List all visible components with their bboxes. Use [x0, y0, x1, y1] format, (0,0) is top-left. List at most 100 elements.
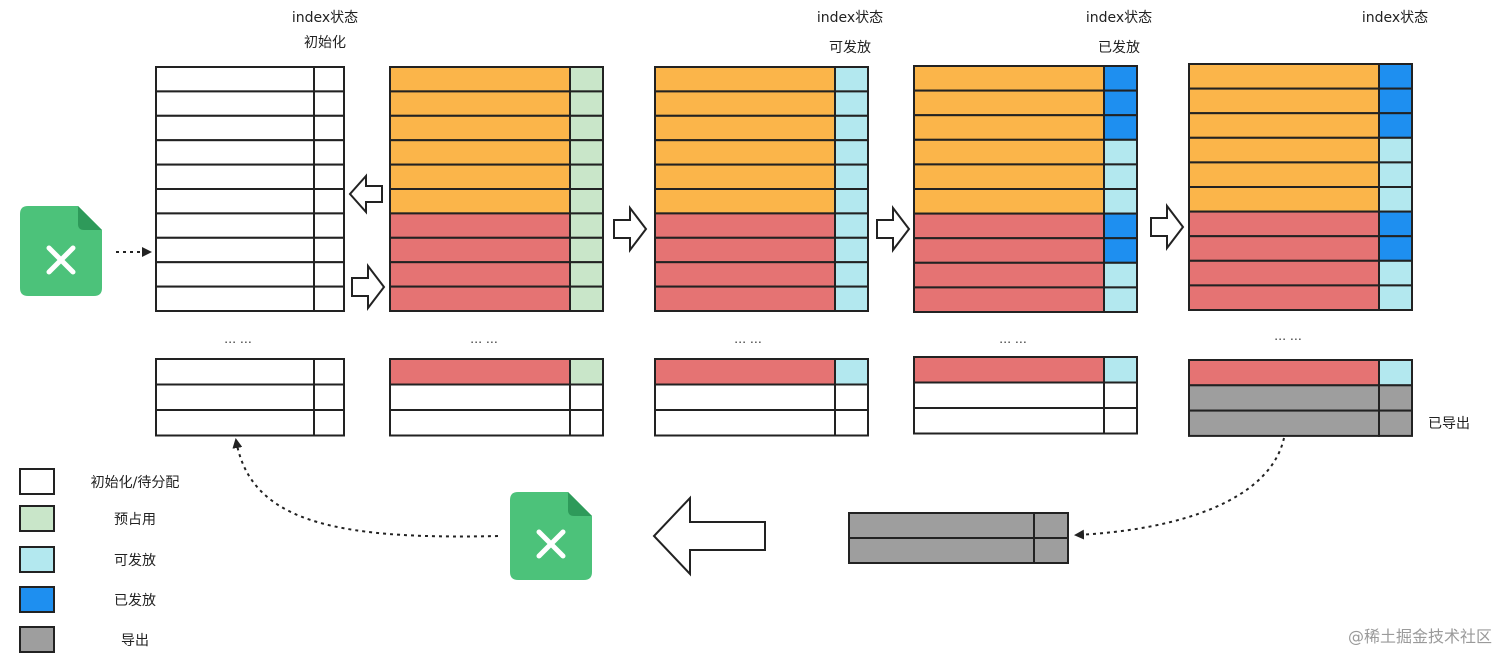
table-row-index: [1103, 163, 1138, 190]
legend-swatch: [19, 505, 55, 532]
table-row-index: [834, 90, 869, 117]
table-row-index: [569, 285, 604, 313]
table-row-index: [1103, 188, 1138, 215]
table-row-main: [913, 381, 1105, 409]
table-row-main: [1188, 259, 1380, 287]
table-row-main: [1188, 87, 1380, 115]
hollow-arrow-right-1-2: [613, 205, 648, 253]
table-row-main: [389, 285, 571, 313]
table-row-index: [569, 409, 604, 437]
table-row-main: [913, 65, 1105, 92]
table-row-index: [569, 114, 604, 142]
table-row-index: [569, 163, 604, 191]
table-row-main: [913, 356, 1105, 384]
table-row-main: [389, 139, 571, 166]
legend-label: 已发放: [114, 593, 156, 609]
hollow-arrow-right-0-1: [351, 263, 386, 311]
table-row-index: [313, 66, 345, 93]
excel-file-icon-source: [20, 206, 102, 296]
table-row-index: [834, 409, 869, 437]
table-row-main: [913, 237, 1105, 264]
table-row-index: [569, 261, 604, 288]
table-row-main: [1188, 136, 1380, 164]
table-row-index: [1378, 210, 1413, 238]
stage-4: index状态… …: [1188, 10, 1428, 437]
stage-header-text: 可发放: [829, 40, 871, 56]
table-row-main: [913, 212, 1105, 240]
export-block: [848, 512, 1069, 564]
ellipsis: … …: [224, 332, 252, 346]
table-row-index: [569, 236, 604, 264]
table-row-main: [155, 188, 315, 215]
table-row-index: [1103, 407, 1138, 435]
table-row-main: [389, 212, 571, 239]
hollow-arrow-right-3-4: [1150, 203, 1185, 251]
table-row-index: [313, 358, 345, 386]
table-row-main: [1188, 63, 1380, 90]
table-row-main: [654, 212, 836, 239]
table-row-main: [1188, 186, 1380, 213]
table-row-index: [569, 66, 604, 93]
table-row-main: [155, 114, 315, 142]
table-row-index: [1378, 359, 1413, 387]
table-row-index: [834, 139, 869, 166]
table-row-index: [569, 90, 604, 117]
table-row-index: [313, 139, 345, 166]
table-row-index: [834, 358, 869, 386]
table-row-main: [389, 409, 571, 437]
excel-file-icon-export: [510, 492, 592, 580]
table-row-main: [654, 383, 836, 411]
table-row-index: [1378, 259, 1413, 287]
export-dotted-curve-arrow: [1074, 437, 1285, 540]
table-row-main: [1188, 112, 1380, 139]
legend-label: 可发放: [114, 553, 156, 569]
table-row-main: [155, 409, 315, 437]
legend-swatch: [19, 586, 55, 613]
export-row-index: [1033, 537, 1069, 564]
export-row-main: [848, 537, 1035, 564]
table-row-index: [1103, 65, 1138, 92]
table-row-main: [1188, 210, 1380, 238]
table-row-main: [913, 163, 1105, 190]
table-row-main: [155, 163, 315, 191]
table-row-main: [155, 139, 315, 166]
stage-header-text: index状态: [1086, 10, 1152, 26]
ellipsis: … …: [470, 332, 498, 346]
table-row-main: [389, 188, 571, 215]
table-row-main: [1188, 409, 1380, 437]
ellipsis: … …: [734, 332, 762, 346]
table-row-index: [313, 236, 345, 264]
table-row-index: [313, 212, 345, 239]
table-row-main: [913, 138, 1105, 166]
table-row-main: [389, 261, 571, 288]
table-row-index: [1378, 409, 1413, 437]
table-row-main: [1188, 284, 1380, 311]
table-row-main: [389, 90, 571, 117]
stage-3: index状态已发放… …: [913, 10, 1152, 435]
table-row-index: [834, 114, 869, 142]
table-row-main: [389, 358, 571, 386]
table-row-index: [1103, 261, 1138, 289]
table-row-index: [569, 383, 604, 411]
table-row-index: [313, 383, 345, 411]
table-row-main: [1188, 359, 1380, 387]
table-row-index: [1378, 161, 1413, 188]
table-row-index: [313, 114, 345, 142]
big-hollow-arrow-left: [652, 495, 766, 577]
table-row-index: [313, 285, 345, 313]
table-row-main: [913, 188, 1105, 215]
export-row-main: [848, 512, 1035, 539]
table-row-index: [834, 212, 869, 239]
table-row-main: [155, 66, 315, 93]
table-row-index: [1378, 63, 1413, 90]
table-row-main: [389, 66, 571, 93]
table-row-index: [569, 212, 604, 239]
table-row-index: [1103, 237, 1138, 264]
hollow-arrow-left-back: [348, 173, 383, 215]
table-row-index: [1378, 112, 1413, 139]
table-row-index: [569, 139, 604, 166]
legend-label: 预占用: [114, 512, 156, 528]
